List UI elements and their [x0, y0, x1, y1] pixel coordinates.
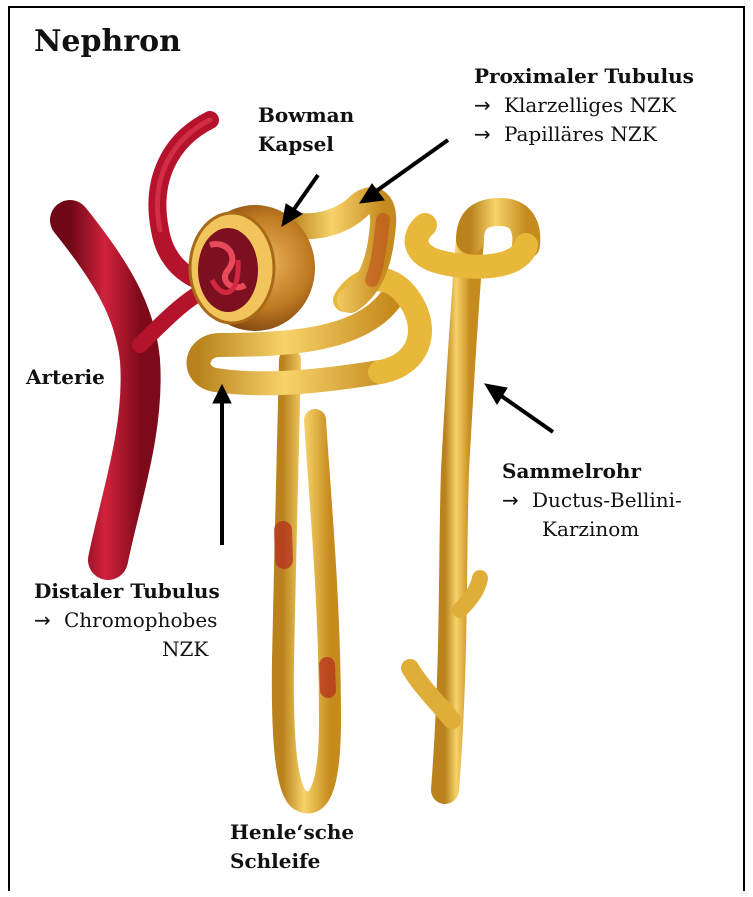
label-henle-loop: Henle‘sche Schleife: [230, 818, 354, 876]
diagram-title: Nephron: [34, 24, 181, 59]
artery: [70, 120, 215, 560]
label-henle-line1: Henle‘sche: [230, 818, 354, 847]
label-proximal-item: Papilläres NZK: [504, 122, 657, 146]
label-henle-line2: Schleife: [230, 847, 354, 876]
arrow-right-icon: →: [502, 486, 532, 515]
label-distal-tubule: Distaler Tubulus →Chromophobes NZK: [34, 577, 220, 664]
label-distal-item: Chromophobes: [64, 608, 217, 632]
label-sammelrohr-heading: Sammelrohr: [502, 457, 682, 486]
arrow-right-icon: →: [474, 120, 504, 149]
label-proximal-tubule: Proximaler Tubulus →Klarzelliges NZK →Pa…: [474, 62, 694, 149]
label-bowman-line1: Bowman: [258, 101, 354, 130]
arrow-right-icon: →: [474, 91, 504, 120]
bowman-capsule: [190, 205, 315, 331]
label-bowman-line2: Kapsel: [258, 130, 354, 159]
arrow-right-icon: →: [34, 606, 64, 635]
label-sammelrohr-item: Ductus-Bellini-: [532, 488, 682, 512]
label-bowman-capsule: Bowman Kapsel: [258, 101, 354, 159]
label-proximal-item: Klarzelliges NZK: [504, 93, 676, 117]
label-artery: Arterie: [26, 363, 105, 392]
label-distal-heading: Distaler Tubulus: [34, 577, 220, 606]
label-sammelrohr-item: Karzinom: [502, 515, 682, 544]
henle-loop: [283, 360, 330, 802]
label-proximal-heading: Proximaler Tubulus: [474, 62, 694, 91]
label-collecting-duct: Sammelrohr →Ductus-Bellini- Karzinom: [502, 457, 682, 544]
label-distal-item: NZK: [34, 635, 220, 664]
